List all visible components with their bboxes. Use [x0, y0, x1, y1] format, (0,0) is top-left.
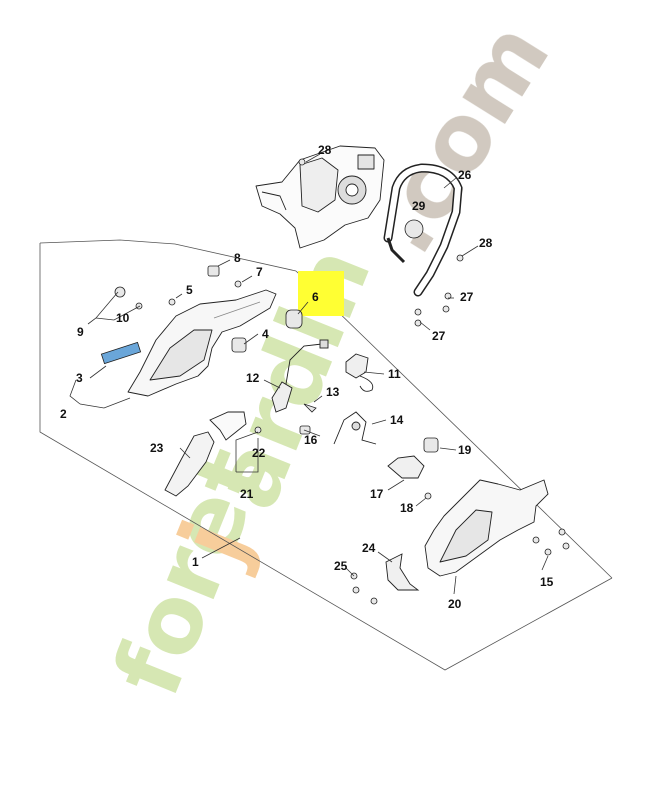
callout-label: 16	[304, 433, 318, 447]
callout-label: 24	[362, 541, 376, 555]
small-parts	[100, 158, 570, 605]
callout-label: 28	[318, 143, 332, 157]
crankcase-part[interactable]	[255, 145, 385, 249]
rear-handle-housing[interactable]	[127, 289, 277, 397]
assembly-frame	[39, 239, 613, 671]
callout-label: 9	[77, 325, 84, 339]
throttle-trigger-part[interactable]	[164, 431, 215, 497]
watermark-part-4: .com	[348, 4, 570, 271]
callout-label: 10	[116, 311, 130, 325]
callout-label: 23	[150, 441, 164, 455]
callout-labels: 1 2 3 4 5 6 7 8 9 10 11 12 13 14 15 16 1…	[60, 143, 554, 611]
callout-label: 14	[390, 413, 404, 427]
trigger-lever-part[interactable]	[209, 411, 247, 441]
throttle-rod-part[interactable]	[333, 411, 377, 445]
callout-label: 13	[326, 385, 340, 399]
callout-label: 5	[186, 283, 193, 297]
callout-label: 20	[448, 597, 462, 611]
callout-label: 17	[370, 487, 384, 501]
callout-label: 22	[252, 446, 266, 460]
callout-label: 19	[458, 443, 472, 457]
watermark-part-3: ardin	[191, 233, 391, 524]
callout-label: 7	[256, 265, 263, 279]
hand-guard-part[interactable]	[424, 479, 549, 577]
callout-label: 1	[192, 555, 199, 569]
callout-label: 21	[240, 487, 254, 501]
callout-label: 3	[76, 371, 83, 385]
leader-lines	[69, 153, 549, 595]
callout-label: 26	[458, 168, 472, 182]
callout-label: 28	[479, 236, 493, 250]
callout-label: 8	[234, 251, 241, 265]
callout-label: 11	[388, 367, 401, 381]
callout-label: 27	[460, 290, 474, 304]
handlebar-part[interactable]	[383, 163, 463, 297]
callout-label: 15	[540, 575, 554, 589]
callout-label: 25	[334, 559, 348, 573]
callout-label: 27	[432, 329, 446, 343]
callout-label: 4	[262, 327, 269, 341]
callout-label: 2	[60, 407, 67, 421]
chain-catcher-part[interactable]	[385, 553, 420, 591]
ignition-wire-part[interactable]	[271, 339, 329, 413]
highlight-box	[298, 271, 344, 316]
bracket-part[interactable]	[387, 455, 425, 479]
callout-label: 18	[400, 501, 414, 515]
callout-label: 12	[246, 371, 260, 385]
callout-label: 29	[412, 199, 426, 213]
callout-label: 6	[312, 290, 319, 304]
